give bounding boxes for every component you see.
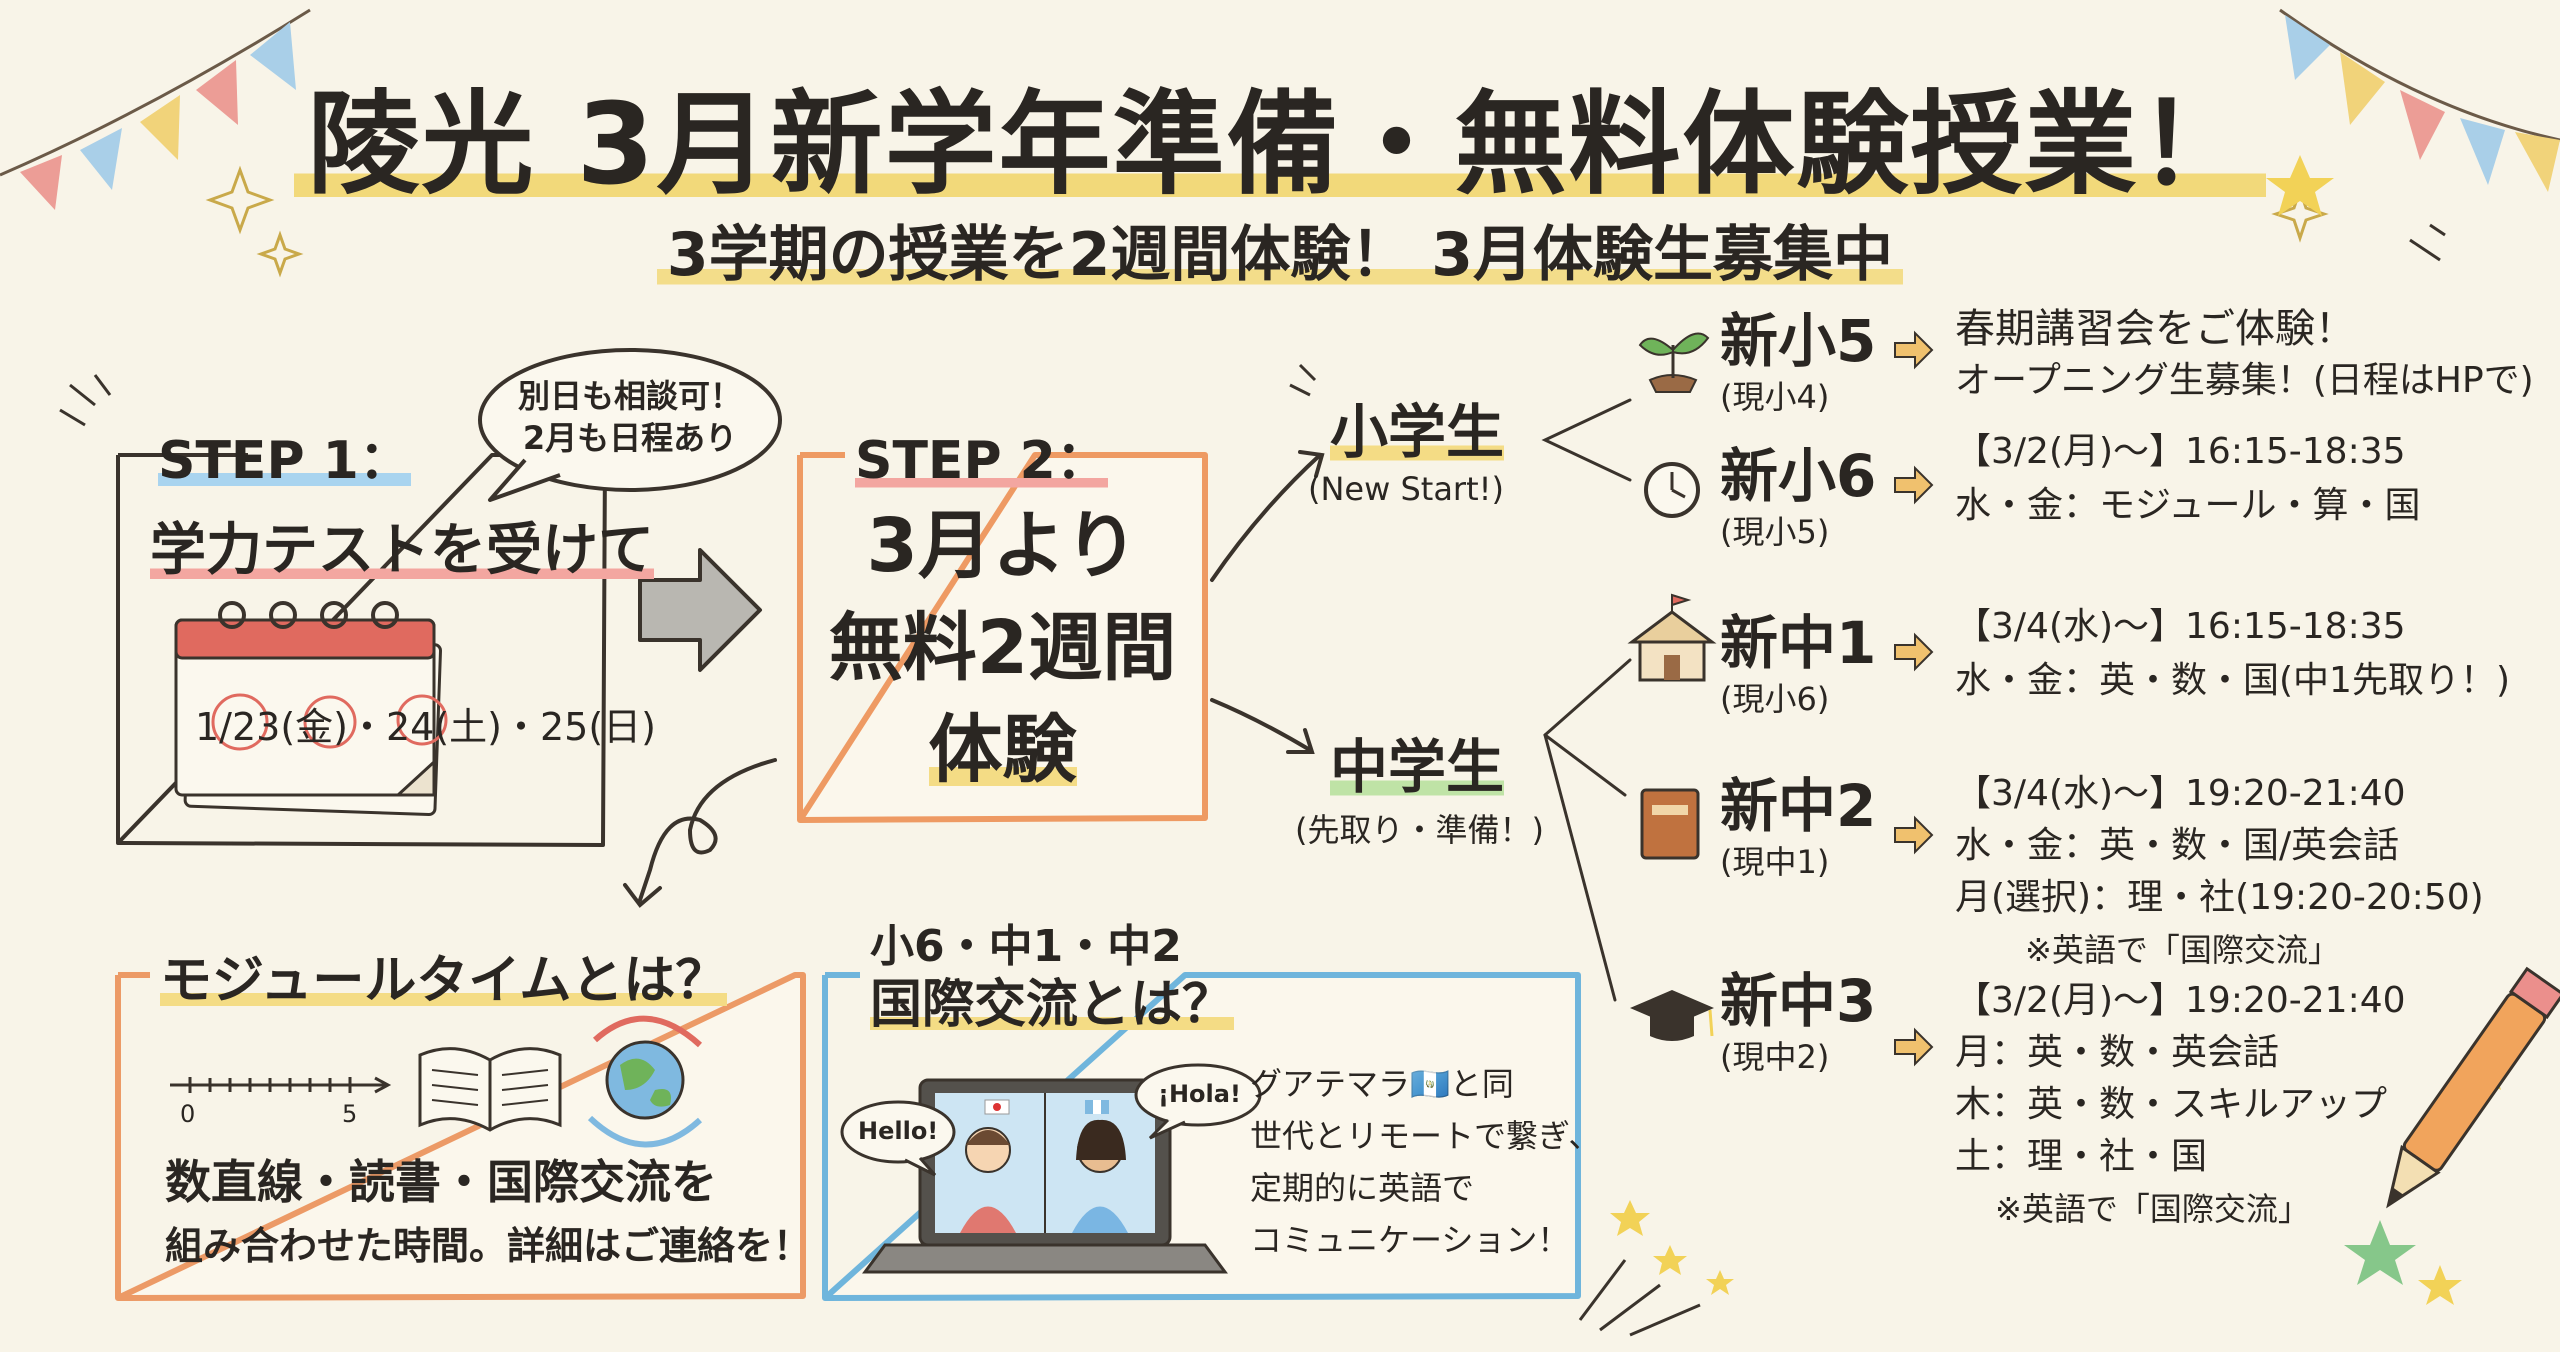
sprout-icon xyxy=(1638,332,1710,393)
grade-label: 新小5 xyxy=(1720,307,1877,375)
grade-label: 新中3 xyxy=(1720,967,1877,1035)
exchange-description: グアテマラ🇬🇹と同世代とリモートで繋ぎ、定期的に英語でコミュニケーション！ xyxy=(1250,1065,1601,1259)
step2-text: 3月より 無料2週間 体験 xyxy=(828,503,1177,793)
grade-label: 新中1 xyxy=(1720,609,1877,677)
bunting-icon xyxy=(0,8,311,210)
step1-label: STEP 1： xyxy=(158,431,411,491)
graduation-cap-icon xyxy=(1630,990,1714,1041)
star-icon xyxy=(2266,155,2334,216)
junior-label: 中学生 xyxy=(1330,733,1505,801)
globe-icon xyxy=(587,1015,703,1148)
number-line xyxy=(170,1076,392,1094)
junior-note: (先取り・準備！) xyxy=(1295,811,1544,849)
star-icon xyxy=(2418,1265,2462,1305)
bunting-icon xyxy=(2279,8,2560,192)
pencil-icon xyxy=(2386,966,2560,1209)
arrow-right-icon xyxy=(1894,330,1934,1067)
clock-icon xyxy=(1644,462,1700,518)
grade-current: (現小5) xyxy=(1720,513,1830,551)
star-icon xyxy=(205,165,2329,278)
arrow-right-icon xyxy=(638,548,762,672)
grade-label: 新小6 xyxy=(1720,442,1877,510)
calendar-dates: 1/23(金)・24(土)・25(日) xyxy=(195,705,656,749)
module-description: 数直線・読書・国際交流を組み合わせた時間。詳細はご連絡を！ xyxy=(165,1155,812,1268)
page-subtitle: 3学期の授業を2週間体験！ 3月体験生募集中 xyxy=(0,210,2560,300)
module-heading: モジュールタイムとは？ xyxy=(160,951,728,1011)
page-title: 陵光 3月新学年準備・無料体験授業！ xyxy=(0,70,2560,220)
book-icon xyxy=(1640,788,1700,860)
number-line-tick: 5 xyxy=(342,1100,358,1128)
hello-bubble-text: Hello! xyxy=(858,1117,939,1145)
grade-current: (現小6) xyxy=(1720,680,1830,718)
exchange-heading: 小6・中1・中2 国際交流とは？ xyxy=(870,921,1235,1035)
school-icon xyxy=(1627,593,1717,682)
grade-current: (現中2) xyxy=(1720,1038,1830,1076)
calendar-icon xyxy=(174,601,448,817)
hola-bubble-text: ¡Hola! xyxy=(1158,1080,1241,1108)
elementary-label: 小学生 xyxy=(1330,398,1505,466)
grade-detail: 春期講習会をご体験！オープニング生募集！(日程はHPで) xyxy=(1955,306,2534,401)
step2-label: STEP 2： xyxy=(855,431,1108,491)
grade-current: (現中1) xyxy=(1720,843,1830,881)
open-book-icon xyxy=(418,1047,562,1132)
laptop-icon xyxy=(862,1078,1228,1274)
step1-bubble-text: 別日も相談可！2月も日程あり xyxy=(517,377,742,457)
speech-bubble xyxy=(478,348,782,502)
step1-heading: 学力テストを受けて xyxy=(150,518,654,583)
star-icon xyxy=(1610,1200,1734,1295)
speech-bubble xyxy=(840,1063,1262,1177)
elementary-note: (New Start!) xyxy=(1308,470,1504,508)
star-icon xyxy=(2344,1220,2416,1285)
grade-label: 新中2 xyxy=(1720,772,1877,840)
grade-current: (現小4) xyxy=(1720,378,1830,416)
number-line-tick: 0 xyxy=(180,1100,196,1128)
